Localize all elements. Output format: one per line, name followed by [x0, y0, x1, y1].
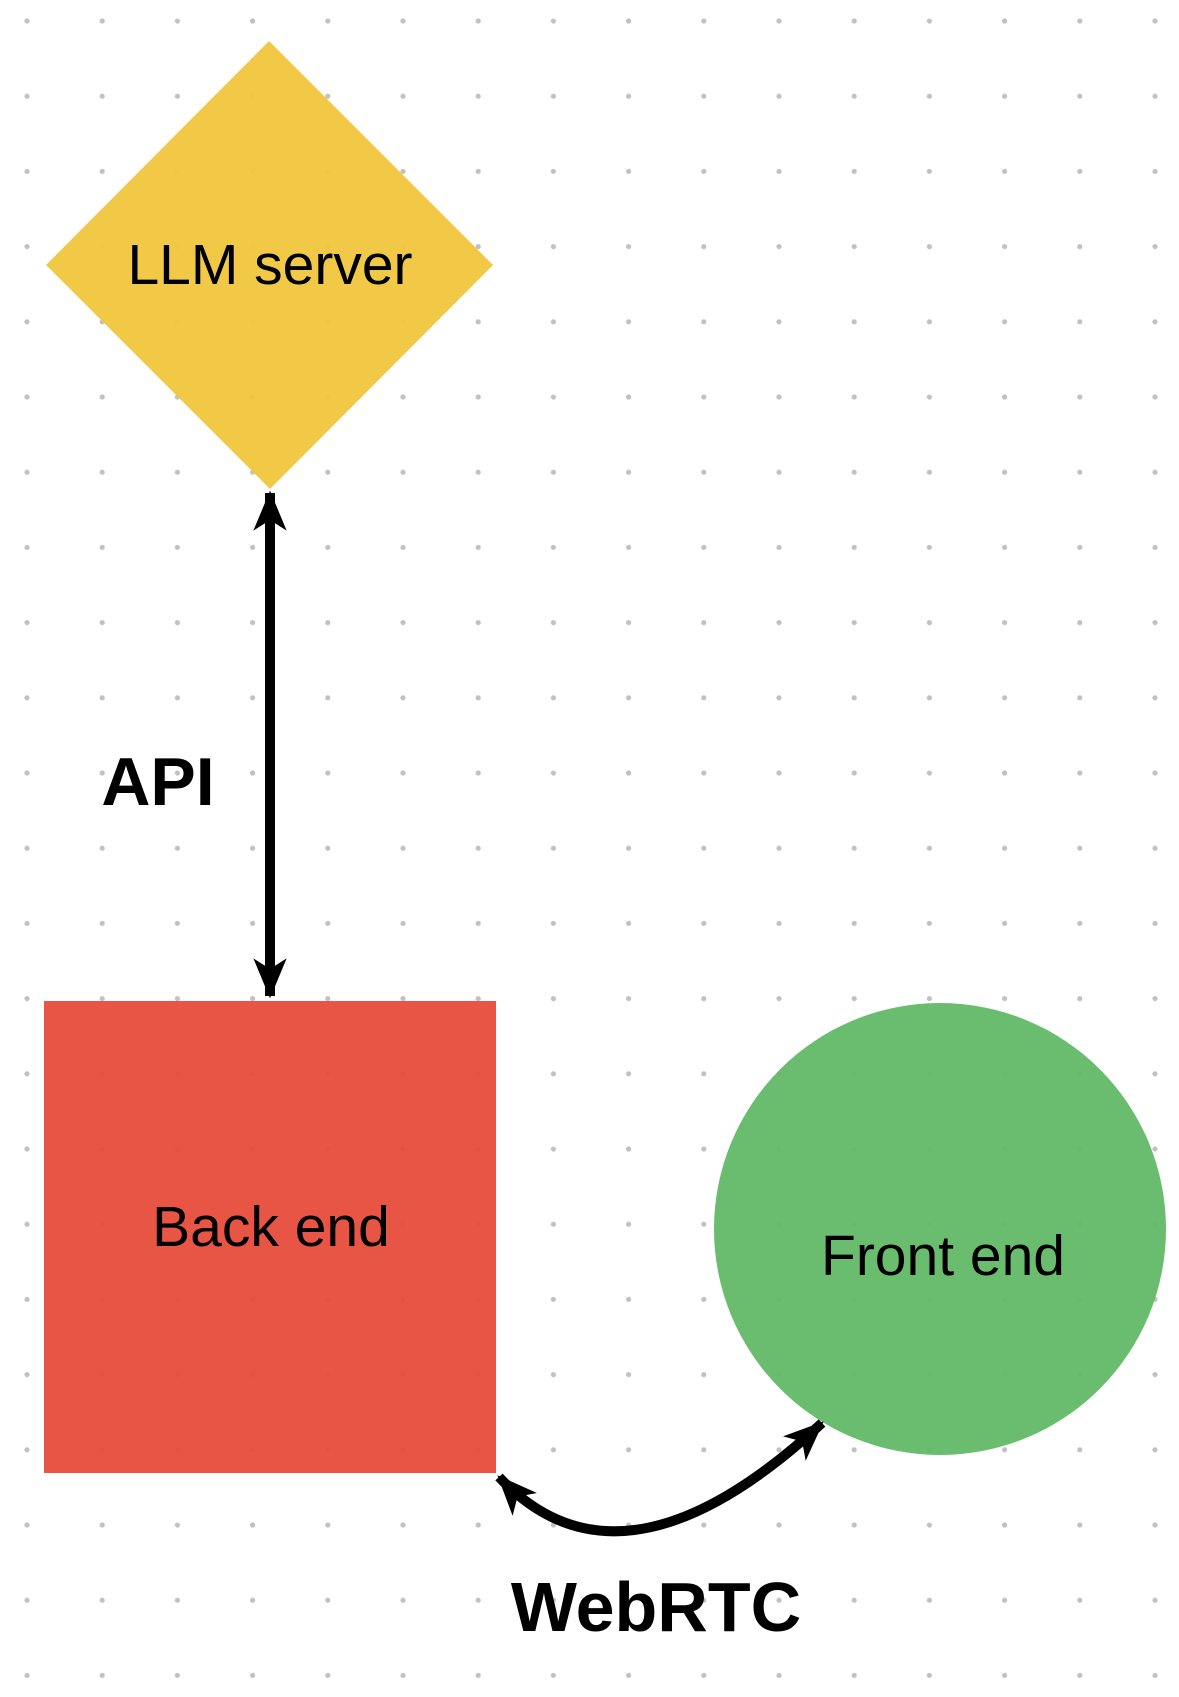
- diamond-shape[interactable]: [46, 41, 493, 489]
- front-end-label: Front end: [821, 1224, 1065, 1288]
- api-edge[interactable]: API: [101, 490, 287, 999]
- back-end-node[interactable]: Back end: [44, 1001, 496, 1473]
- webrtc-edge[interactable]: WebRTC: [495, 1419, 826, 1646]
- webrtc-arrow[interactable]: [495, 1419, 826, 1537]
- llm-server-label: LLM server: [127, 233, 412, 297]
- api-edge-label[interactable]: API: [101, 744, 214, 820]
- front-end-node[interactable]: Front end: [714, 1003, 1166, 1455]
- circle-shape[interactable]: [714, 1003, 1166, 1455]
- llm-server-node[interactable]: LLM server: [46, 41, 493, 489]
- square-shape[interactable]: [44, 1001, 496, 1473]
- webrtc-edge-label[interactable]: WebRTC: [511, 1568, 801, 1646]
- back-end-label: Back end: [152, 1195, 390, 1259]
